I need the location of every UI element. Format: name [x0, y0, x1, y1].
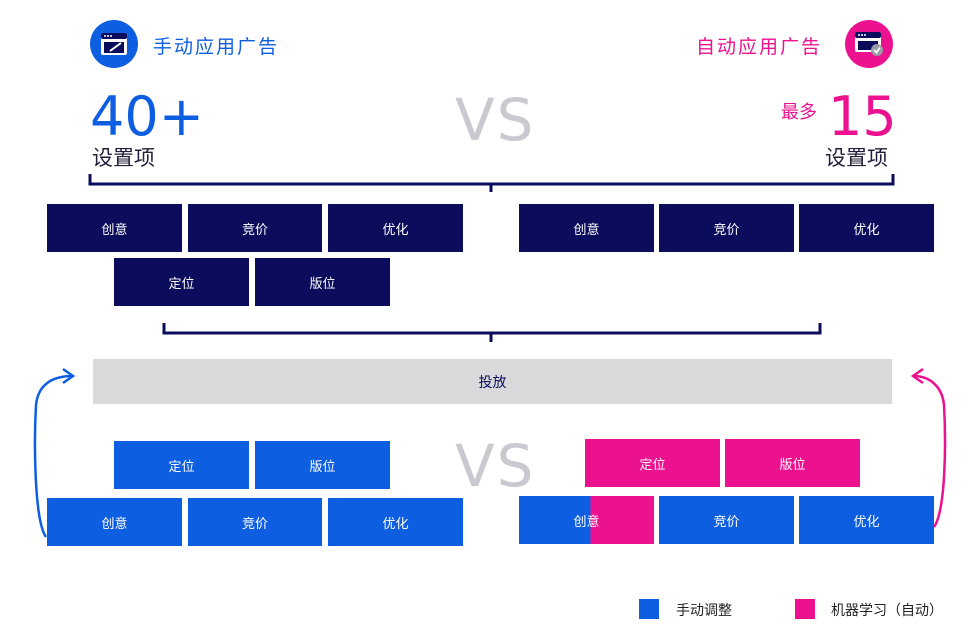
manual-bidding-result-box: 竞价 [188, 498, 322, 546]
auto-ad-icon-circle [845, 20, 893, 68]
manual-settings-count: 40+ [90, 85, 204, 148]
manual-targeting-box: 定位 [114, 258, 249, 306]
manual-settings-label: 设置项 [92, 146, 155, 170]
legend-manual-swatch [639, 599, 659, 619]
vs-bottom: VS [455, 432, 536, 500]
manual-creative-result-box: 创意 [47, 498, 182, 546]
manual-creative-box: 创意 [47, 204, 182, 252]
manual-placement-result-box: 版位 [255, 441, 390, 489]
right-arrowhead [910, 367, 924, 385]
manual-targeting-result-box: 定位 [114, 441, 249, 489]
auto-settings-label: 设置项 [825, 146, 888, 170]
manual-optimization-result-box: 优化 [328, 498, 463, 546]
right-feedback-arrow [913, 374, 947, 528]
delivery-bar: 投放 [93, 359, 892, 404]
auto-creative-result-box: 创意 [519, 496, 654, 544]
manual-optimization-box: 优化 [328, 204, 463, 252]
auto-placement-result-box: 版位 [725, 439, 860, 487]
manual-bidding-box: 竞价 [188, 204, 322, 252]
auto-optimization-result-box: 优化 [799, 496, 934, 544]
auto-creative-box: 创意 [519, 204, 654, 252]
lower-bracket [162, 323, 822, 335]
manual-ad-window-icon [101, 33, 127, 55]
manual-ad-title: 手动应用广告 [153, 36, 280, 58]
top-bracket [88, 174, 895, 186]
manual-ad-icon-circle [90, 20, 138, 68]
auto-ad-window-check-icon [855, 32, 883, 56]
vs-top: VS [455, 86, 536, 154]
manual-placement-box: 版位 [255, 258, 390, 306]
auto-targeting-result-box: 定位 [585, 439, 720, 487]
auto-settings-prefix: 最多 [781, 102, 817, 123]
auto-ad-title: 自动应用广告 [696, 36, 823, 58]
auto-optimization-box: 优化 [799, 204, 934, 252]
auto-settings-count: 15 [828, 85, 897, 148]
legend-auto-label: 机器学习（自动） [831, 603, 943, 619]
left-arrowhead [62, 367, 76, 385]
legend-auto-swatch [795, 599, 815, 619]
legend-manual-label: 手动调整 [676, 603, 732, 619]
left-feedback-arrow [33, 374, 73, 538]
auto-bidding-box: 竞价 [659, 204, 794, 252]
auto-bidding-result-box: 竞价 [659, 496, 794, 544]
